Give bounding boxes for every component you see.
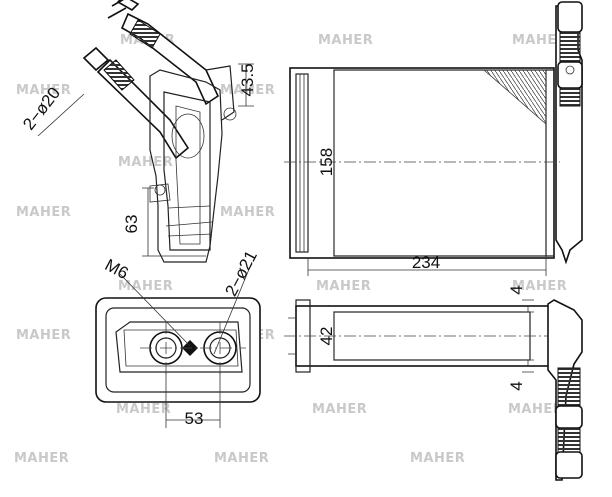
side-view: 43.5 63 2−ø20: [19, 0, 257, 263]
port-spacing-label: 53: [185, 409, 204, 428]
watermark: MAHER: [512, 279, 567, 294]
watermark: MAHER: [16, 205, 71, 220]
port-view: M6 2−ø21 53: [95, 247, 261, 428]
upper-pipe: [107, 0, 220, 106]
watermark: MAHER: [220, 205, 275, 220]
top-view: 42 4 4: [284, 285, 583, 481]
watermark: MAHER: [410, 451, 465, 466]
watermark: MAHER: [316, 279, 371, 294]
tank-body: [149, 65, 237, 263]
watermark: MAHER: [116, 402, 171, 417]
watermark: MAHER: [118, 155, 173, 170]
thickness-label: 42: [317, 327, 336, 346]
watermark: MAHER: [16, 328, 71, 343]
watermark: MAHER: [220, 83, 275, 98]
watermark: MAHER: [14, 451, 69, 466]
watermark: MAHER: [16, 83, 71, 98]
port-flange: [95, 297, 261, 403]
watermark: MAHER: [512, 33, 567, 48]
watermark: MAHER: [118, 279, 173, 294]
gap-top-label: 4: [507, 285, 526, 294]
width-label: 234: [412, 253, 440, 272]
right-tank-top: [547, 299, 583, 481]
watermark: MAHER: [214, 451, 269, 466]
gap-bottom-label: 4: [507, 381, 526, 390]
watermark: MAHER: [312, 402, 367, 417]
port-diameter-label: 2−ø21: [221, 247, 261, 299]
right-tank: [555, 1, 583, 265]
watermark: MAHER: [318, 33, 373, 48]
watermark: MAHER: [508, 402, 563, 417]
height-label: 158: [317, 148, 336, 176]
pipe-offset-label: 43.5: [238, 63, 257, 96]
depth-label: 63: [122, 215, 141, 234]
front-view: 158 234: [284, 1, 583, 276]
lower-pipe: [82, 46, 190, 160]
